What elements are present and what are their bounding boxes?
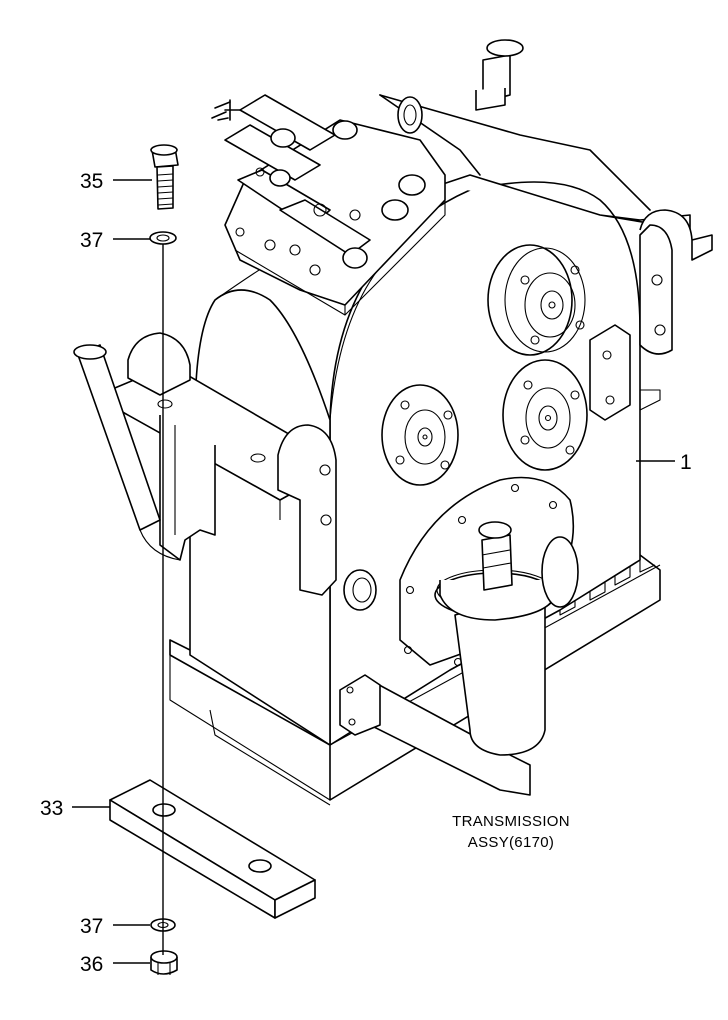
middle-flange (502, 359, 588, 471)
left-flange (381, 384, 459, 486)
callout-33: 33 (40, 797, 63, 820)
callout-37-bottom: 37 (80, 915, 103, 938)
callout-35: 35 (80, 170, 103, 193)
callout-1: 1 (680, 451, 692, 474)
upper-flange (487, 244, 586, 356)
left-mount-frame (73, 332, 337, 596)
filter-and-piping (339, 521, 579, 796)
callout-37-top: 37 (80, 229, 103, 252)
plate-33 (109, 779, 316, 919)
callout-36: 36 (80, 953, 103, 976)
caption-line-2: ASSY(6170) (468, 834, 554, 851)
caption-line-1: TRANSMISSION (452, 813, 570, 830)
washer-37-top (149, 231, 177, 245)
valve-block (211, 39, 524, 316)
bolt-35 (150, 144, 179, 210)
nut-36 (150, 950, 178, 975)
